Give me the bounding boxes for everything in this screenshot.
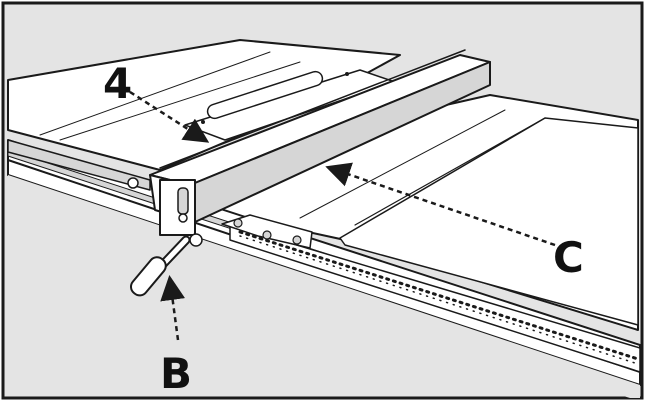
clamp-handle: [130, 256, 167, 297]
fence-callout-label: 4: [103, 59, 132, 108]
scale-ticks: [238, 230, 640, 361]
rail-callout-label: C: [553, 233, 584, 282]
table-saw-illustration: [7, 39, 641, 398]
rail-leader: [325, 162, 556, 247]
fence-leader: [129, 90, 210, 143]
handle-leader: [160, 275, 186, 341]
blade-slot: [206, 70, 324, 120]
right-table-panel: [339, 117, 639, 326]
handle-callout-label: B: [160, 349, 192, 398]
